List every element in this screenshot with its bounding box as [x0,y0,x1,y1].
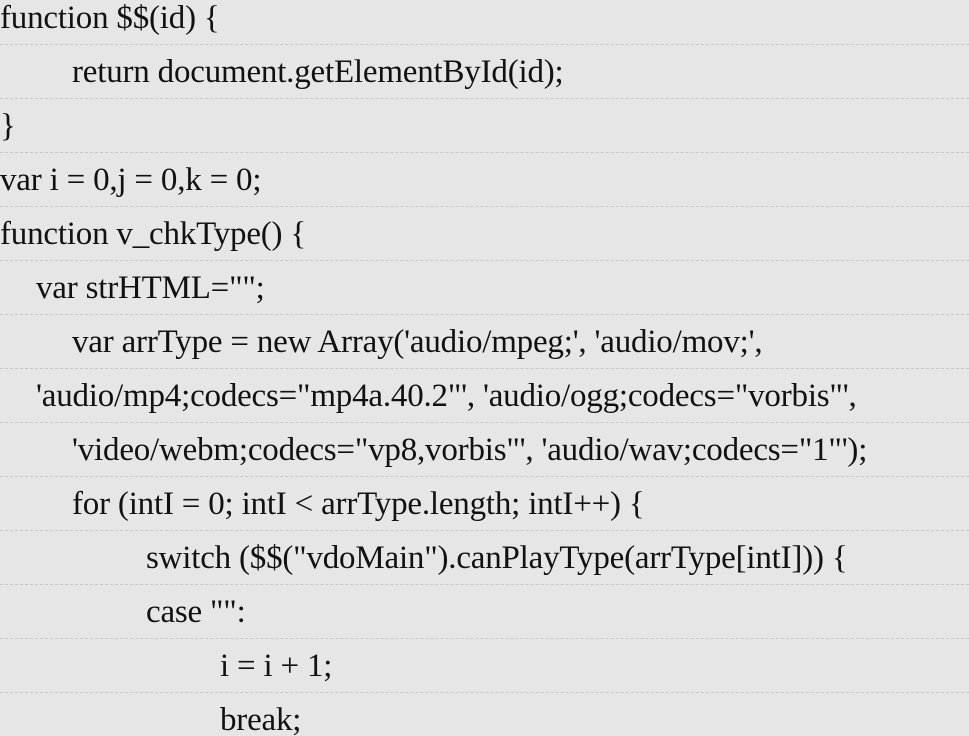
line-separator [0,638,969,640]
line-separator [0,206,969,208]
line-separator [0,368,969,370]
code-line: 'video/webm;codecs="vp8,vorbis"', 'audio… [72,432,868,468]
code-line: case "": [146,594,246,630]
line-separator [0,692,969,694]
code-line: var arrType = new Array('audio/mpeg;', '… [72,324,763,360]
code-line: switch ($$("vdoMain").canPlayType(arrTyp… [146,540,848,576]
code-line: for (intI = 0; intI < arrType.length; in… [72,486,645,522]
code-line: return document.getElementById(id); [72,54,564,90]
code-line: i = i + 1; [220,648,333,684]
line-separator [0,260,969,262]
code-line: 'audio/mp4;codecs="mp4a.40.2"', 'audio/o… [36,378,857,414]
code-line: break; [220,702,302,736]
line-separator [0,152,969,154]
line-separator [0,314,969,316]
line-separator [0,44,969,46]
code-line: } [0,108,16,144]
code-line: var strHTML=""; [36,270,265,306]
line-separator [0,584,969,586]
code-line: function v_chkType() { [0,216,307,252]
line-separator [0,530,969,532]
code-line: function $$(id) { [0,0,220,36]
code-line: var i = 0,j = 0,k = 0; [0,162,262,198]
line-separator [0,98,969,100]
line-separator [0,476,969,478]
line-separator [0,422,969,424]
